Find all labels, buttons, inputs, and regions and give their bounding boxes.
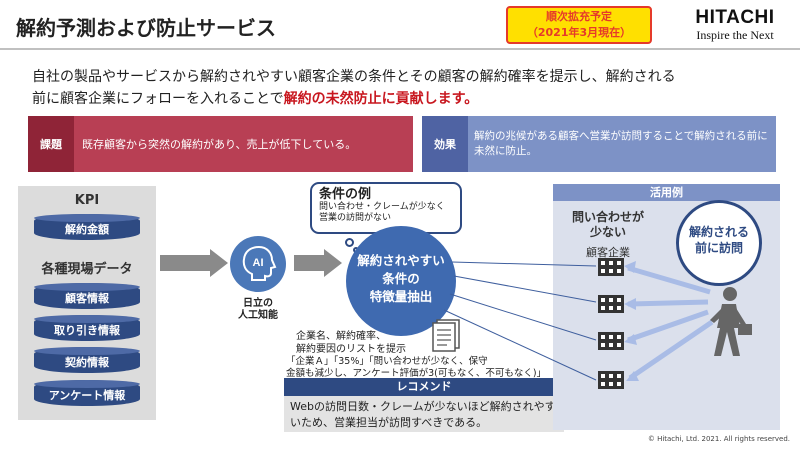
building-icon xyxy=(598,332,624,350)
list-note-line-2: 解約要因のリストを提示 xyxy=(296,344,406,355)
field-data-item: 契約情報 xyxy=(34,347,140,373)
field-data-item: 顧客情報 xyxy=(34,283,140,309)
usage-heading: 活用例 xyxy=(553,184,780,201)
feature-line-2: 条件の xyxy=(382,271,420,286)
status-badge: 順次拡充予定 （2021年3月現在） xyxy=(506,6,652,44)
logo-brand: HITACHI xyxy=(695,7,775,28)
effect-panel xyxy=(422,116,776,172)
feature-extraction-text: 解約されやすい 条件の 特徴量抽出 xyxy=(346,252,456,306)
callout-body: 問い合わせ・クレームが少なく営業の訪問がない xyxy=(319,202,445,223)
building-icon xyxy=(598,258,624,276)
header-divider xyxy=(0,48,800,50)
usage-condition-line-1: 問い合わせが xyxy=(571,210,644,224)
list-example-line-2: 金額も減少し、アンケート評価が3(可もなく、不可もなく)」 xyxy=(286,368,547,379)
usage-condition-line-2: 少ない xyxy=(589,225,626,239)
arrow-to-feature xyxy=(294,255,324,271)
ai-label: 日立の 人工知能 xyxy=(222,298,294,322)
kpi-heading: KPI xyxy=(74,193,100,208)
ai-label-line-2: 人工知能 xyxy=(238,310,278,321)
lead-line-2: 前に顧客企業にフォローを入れることで解約の未然防止に貢献します。 xyxy=(32,88,782,110)
issue-text: 既存顧客から突然の解約があり、売上が低下している。 xyxy=(82,138,357,151)
arrow-head-icon xyxy=(210,249,228,277)
document-icon xyxy=(432,319,460,352)
field-data-item-label: アンケート情報 xyxy=(48,389,126,402)
feature-line-1: 解約されやすい xyxy=(357,253,445,268)
arrow-to-ai xyxy=(160,255,210,271)
visit-circle xyxy=(676,200,762,286)
issue-panel xyxy=(28,116,413,172)
logo-tagline: Inspire the Next xyxy=(696,28,774,42)
ai-head-icon: AI xyxy=(230,236,286,292)
recommend-heading: レコメンド xyxy=(284,378,564,396)
lead-highlight: 解約の未然防止に貢献します。 xyxy=(283,91,479,107)
building-icon xyxy=(598,295,624,313)
callout-heading: 条件の例 xyxy=(319,187,372,202)
feature-extraction-circle xyxy=(346,226,456,336)
ai-icon-text: AI xyxy=(253,257,264,269)
field-data-item: アンケート情報 xyxy=(34,380,140,406)
field-data-heading: 各種現場データ xyxy=(41,262,133,277)
condition-callout: 条件の例 問い合わせ・クレームが少なく営業の訪問がない xyxy=(310,182,462,234)
lead-text: 自社の製品やサービスから解約されやすい顧客企業の条件とその顧客の解約確率を提示し… xyxy=(32,66,782,110)
kpi-item-label: 解約金額 xyxy=(65,223,109,236)
callout-bubble xyxy=(345,238,354,247)
salesperson-icon xyxy=(710,287,752,356)
kpi-item: 解約金額 xyxy=(34,214,140,240)
visit-text: 解約される 前に訪問 xyxy=(676,224,762,256)
effect-text: 解約の兆候がある顧客へ営業が訪問することで解約される前に未然に防止。 xyxy=(474,130,768,157)
list-note-line-1: 企業名、解約確率、 xyxy=(296,331,386,342)
list-example: 「企業Ａ」「35%」「問い合わせが少なく、保守 金額も減少し、アンケート評価が3… xyxy=(286,356,566,380)
visit-line-2: 前に訪問 xyxy=(694,241,743,255)
badge-line-1: 順次拡充予定 xyxy=(546,10,612,23)
recommend-body: Webの訪問日数・クレームが少ないほど解約されやすいため、営業担当が訪問すべきで… xyxy=(284,396,564,432)
list-note: 企業名、解約確率、 解約要因のリストを提示 xyxy=(296,330,436,356)
building-icon xyxy=(598,371,624,389)
ai-label-line-1: 日立の xyxy=(243,298,273,309)
field-data-item-label: 契約情報 xyxy=(65,356,109,369)
lead-line-2-text: 前に顧客企業にフォローを入れることで xyxy=(32,91,284,107)
field-data-item-label: 取り引き情報 xyxy=(54,324,120,337)
lead-line-1: 自社の製品やサービスから解約されやすい顧客企業の条件とその顧客の解約確率を提示し… xyxy=(32,69,676,85)
visit-line-1: 解約される xyxy=(688,225,749,239)
usage-condition: 問い合わせが 少ない xyxy=(566,210,650,240)
feature-line-3: 特徴量抽出 xyxy=(369,289,433,304)
field-data-item-label: 顧客情報 xyxy=(65,292,109,305)
list-example-line-1: 「企業Ａ」「35%」「問い合わせが少なく、保守 xyxy=(286,356,488,367)
usage-customer-label: 顧客企業 xyxy=(586,246,630,259)
arrow-head-icon xyxy=(324,249,342,277)
hitachi-logo: HITACHI Inspire the Next xyxy=(680,7,790,43)
field-data-item: 取り引き情報 xyxy=(34,315,140,341)
issue-tag: 課題 xyxy=(28,116,74,172)
copyright: © Hitachi, Ltd. 2021. All rights reserve… xyxy=(647,435,790,443)
badge-line-2: （2021年3月現在） xyxy=(526,26,632,39)
effect-tag: 効果 xyxy=(422,116,468,172)
page-title: 解約予測および防止サービス xyxy=(16,16,276,40)
